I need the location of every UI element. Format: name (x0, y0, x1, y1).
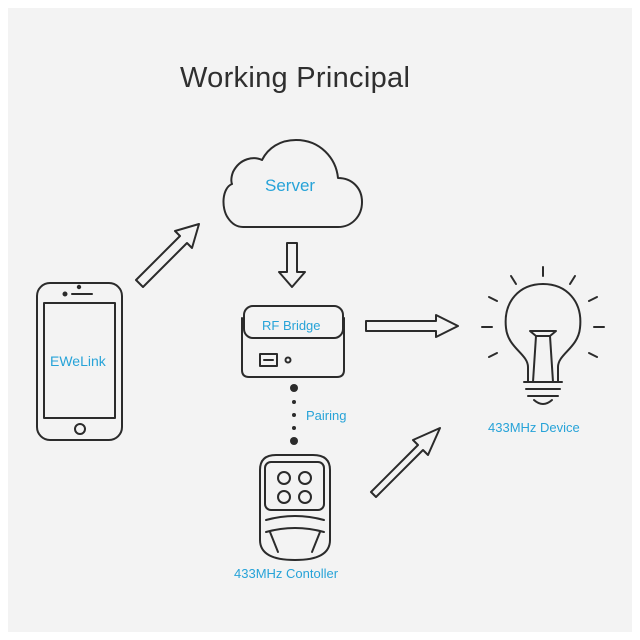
diagram-panel (8, 8, 632, 632)
arrow-icon (278, 242, 306, 288)
cloud-icon (222, 139, 363, 228)
pairing-label: Pairing (306, 408, 347, 423)
app-label: EWeLink (50, 353, 106, 369)
diagram-title: Working Principal (180, 62, 411, 94)
controller-label: 433MHz Contoller (234, 566, 339, 581)
arrow-icon (370, 427, 441, 498)
remote-controller-icon (259, 454, 331, 561)
rf-bridge-label: RF Bridge (262, 318, 321, 333)
device-label: 433MHz Device (488, 420, 580, 435)
pairing-dots (290, 384, 298, 445)
rf-bridge-icon (241, 305, 345, 378)
lightbulb-icon (481, 266, 605, 405)
smartphone-icon (36, 282, 123, 441)
arrow-icon (135, 223, 200, 288)
server-label: Server (265, 176, 316, 195)
arrow-icon (365, 314, 459, 338)
